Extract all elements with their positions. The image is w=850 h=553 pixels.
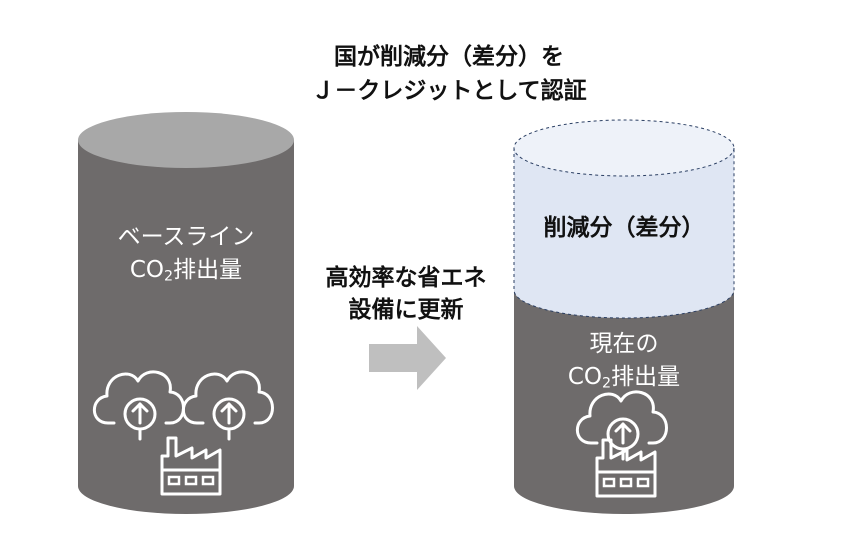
upgrade-label: 高効率な省エネ 設備に更新 [300, 262, 512, 326]
right-arrow [369, 326, 446, 390]
baseline-label: ベースライン CO2排出量 [78, 221, 294, 287]
title-line-1: 国が削減分（差分）を [334, 44, 564, 70]
upgrade-label-line-2: 設備に更新 [348, 297, 464, 323]
current-label-line-2: CO2排出量 [567, 364, 681, 392]
title-line-2: Ｊ－クレジットとして認証 [311, 78, 587, 104]
baseline-label-line-2: CO2排出量 [129, 257, 243, 285]
current-emissions-label: 現在の CO2排出量 [514, 328, 734, 394]
current-cylinder [513, 119, 735, 514]
reduction-segment [514, 148, 734, 318]
current-label-line-1: 現在の [589, 331, 659, 357]
reduction-label: 削減分（差分） [543, 215, 705, 241]
diagram-title: 国が削減分（差分）を Ｊ－クレジットとして認証 [263, 40, 586, 108]
baseline-label-line-1: ベースライン [117, 224, 255, 250]
baseline-cylinder [78, 112, 294, 514]
upgrade-label-line-1: 高効率な省エネ [325, 265, 487, 291]
reduction-segment-top [513, 119, 735, 177]
